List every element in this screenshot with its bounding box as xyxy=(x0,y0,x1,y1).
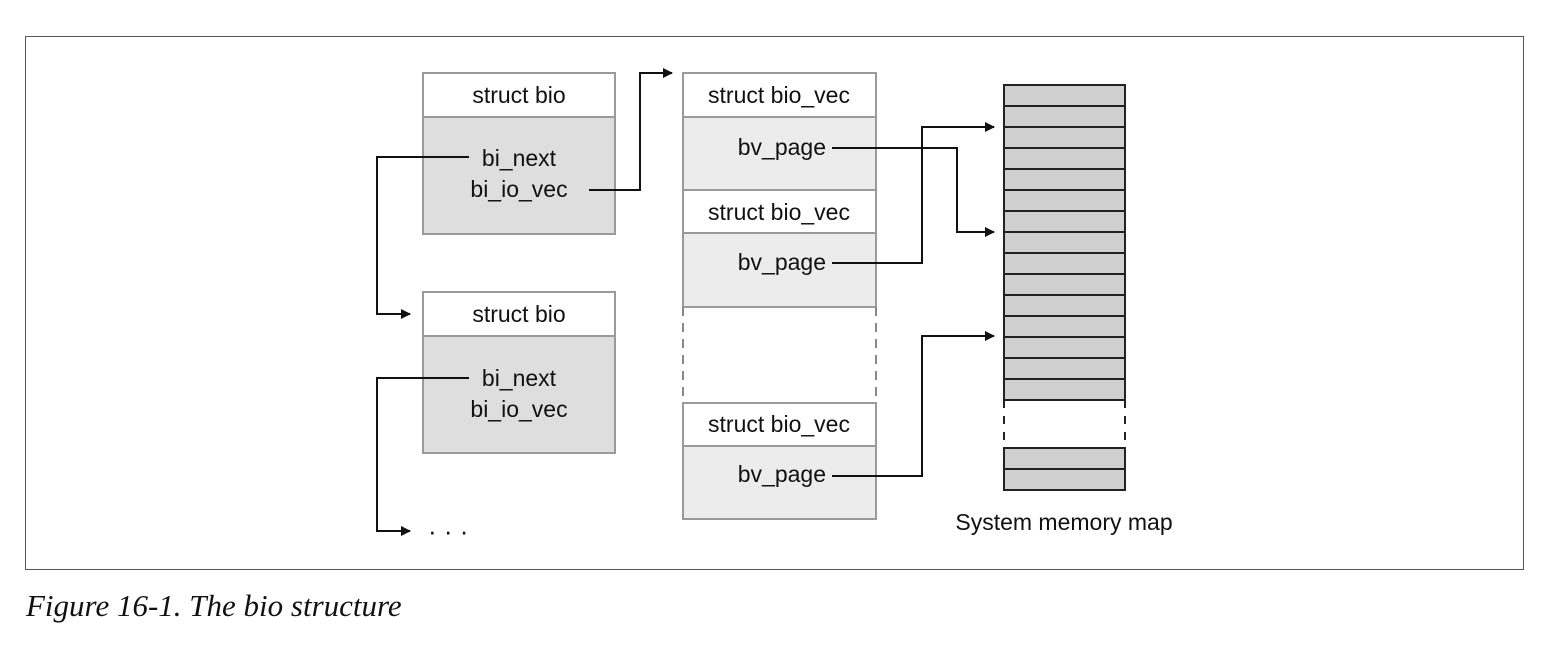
memory-page xyxy=(1003,210,1126,233)
memory-page xyxy=(1003,294,1126,317)
bio-chain-ellipsis: · · · xyxy=(428,516,468,546)
bio-struct-2-title: struct bio xyxy=(472,301,565,327)
bi-next-link-2 xyxy=(376,377,469,536)
bio-struct-2-body xyxy=(422,335,616,454)
bio-struct-1-body xyxy=(422,116,616,235)
bv-page-link-1 xyxy=(832,147,995,237)
bio-vec-2-bv-page: bv_page xyxy=(738,249,826,275)
bio-struct-2-bi-io-vec: bi_io_vec xyxy=(470,396,567,422)
memory-map-label: System memory map xyxy=(955,509,1172,535)
memory-page xyxy=(1003,105,1126,128)
bio-vec-3-body xyxy=(682,445,877,520)
figure-caption: Figure 16-1. The bio structure xyxy=(26,588,402,623)
bio-vec-3-title: struct bio_vec xyxy=(708,411,850,437)
bv-page-link-3 xyxy=(832,331,995,477)
system-memory-map xyxy=(1003,84,1126,491)
bio-struct-2-header xyxy=(422,291,616,337)
bio-vec-1-bv-page: bv_page xyxy=(738,134,826,160)
bi-io-vec-link-1 xyxy=(589,68,673,191)
bio-struct-1-bi-io-vec: bi_io_vec xyxy=(470,176,567,202)
memory-page xyxy=(1003,189,1126,212)
bio-struct-2: struct bio bi_next bi_io_vec xyxy=(422,291,616,454)
bio-vec-1-header xyxy=(682,72,877,118)
bio-struct-1-title: struct bio xyxy=(472,82,565,108)
bv-page-link-2 xyxy=(832,122,995,264)
memory-page xyxy=(1003,231,1126,254)
memory-page xyxy=(1003,252,1126,275)
bio-vec-array: struct bio_vec bv_page struct bio_vec bv… xyxy=(682,72,877,520)
bio-vec-3-bv-page: bv_page xyxy=(738,461,826,487)
bio-struct-1: struct bio bi_next bi_io_vec xyxy=(422,72,616,235)
memory-page xyxy=(1003,357,1126,380)
memory-page xyxy=(1003,168,1126,191)
bio-struct-1-bi-next: bi_next xyxy=(482,145,557,171)
memory-page xyxy=(1003,378,1126,401)
memory-page xyxy=(1003,315,1126,338)
memory-page xyxy=(1003,447,1126,470)
bio-struct-2-bi-next: bi_next xyxy=(482,365,557,391)
figure-frame xyxy=(25,36,1524,570)
memory-page xyxy=(1003,468,1126,491)
memory-page xyxy=(1003,126,1126,149)
memory-page xyxy=(1003,273,1126,296)
memory-page xyxy=(1003,84,1126,107)
bi-next-link-1 xyxy=(376,156,469,319)
bio-vec-2-title: struct bio_vec xyxy=(708,199,850,225)
bio-vec-2-header xyxy=(682,189,877,234)
memory-page xyxy=(1003,336,1126,359)
bio-vec-1-title: struct bio_vec xyxy=(708,82,850,108)
memory-page xyxy=(1003,147,1126,170)
bio-vec-2-body xyxy=(682,232,877,308)
